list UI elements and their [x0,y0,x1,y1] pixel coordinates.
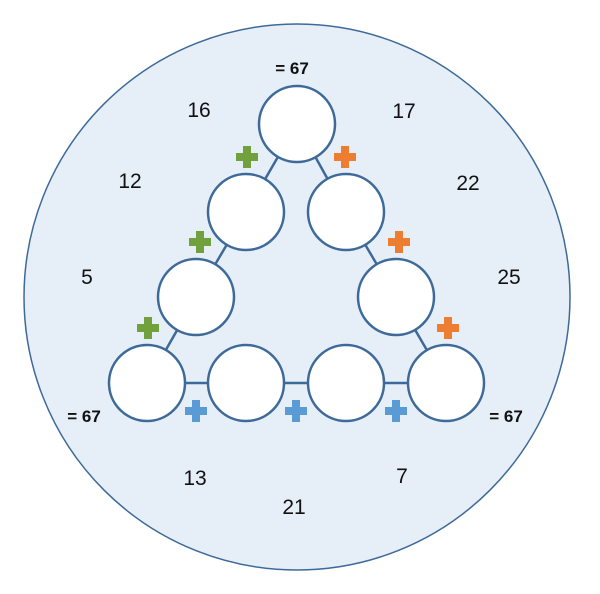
number-7: 7 [396,465,408,488]
plus-icon [334,146,356,168]
answer-circle-right-2[interactable] [306,172,386,252]
plus-icon [385,400,407,422]
plus-icon [285,400,307,422]
answer-circle-bottom-left[interactable] [107,343,187,423]
plus-signs-bottom-side [185,400,407,422]
sum-label-left: = 67 [67,407,101,426]
answer-circle-right-3[interactable] [356,257,436,337]
number-17: 17 [392,100,415,123]
sum-label-right: = 67 [489,407,523,426]
plus-icon [137,317,159,339]
plus-icon [185,400,207,422]
number-25: 25 [497,266,520,289]
answer-circle-bottom-3[interactable] [306,343,386,423]
plus-signs-left-side [137,146,258,339]
answer-circle-top[interactable] [257,84,337,164]
answer-circle-left-2[interactable] [206,172,286,252]
answer-circle-bottom-right[interactable] [406,343,486,423]
answer-circles [107,84,486,423]
sum-label-top: = 67 [275,59,309,78]
plus-signs-right-side [334,146,459,339]
number-13: 13 [183,467,206,490]
answer-circle-left-3[interactable] [156,257,236,337]
number-21: 21 [282,496,305,519]
background-disc [23,23,571,571]
number-16: 16 [187,99,210,122]
plus-icon [388,231,410,253]
answer-circle-bottom-2[interactable] [206,343,286,423]
plus-icon [189,231,211,253]
plus-icon [236,146,258,168]
number-22: 22 [456,172,479,195]
number-5: 5 [81,266,93,289]
number-12: 12 [118,170,141,193]
plus-icon [437,317,459,339]
